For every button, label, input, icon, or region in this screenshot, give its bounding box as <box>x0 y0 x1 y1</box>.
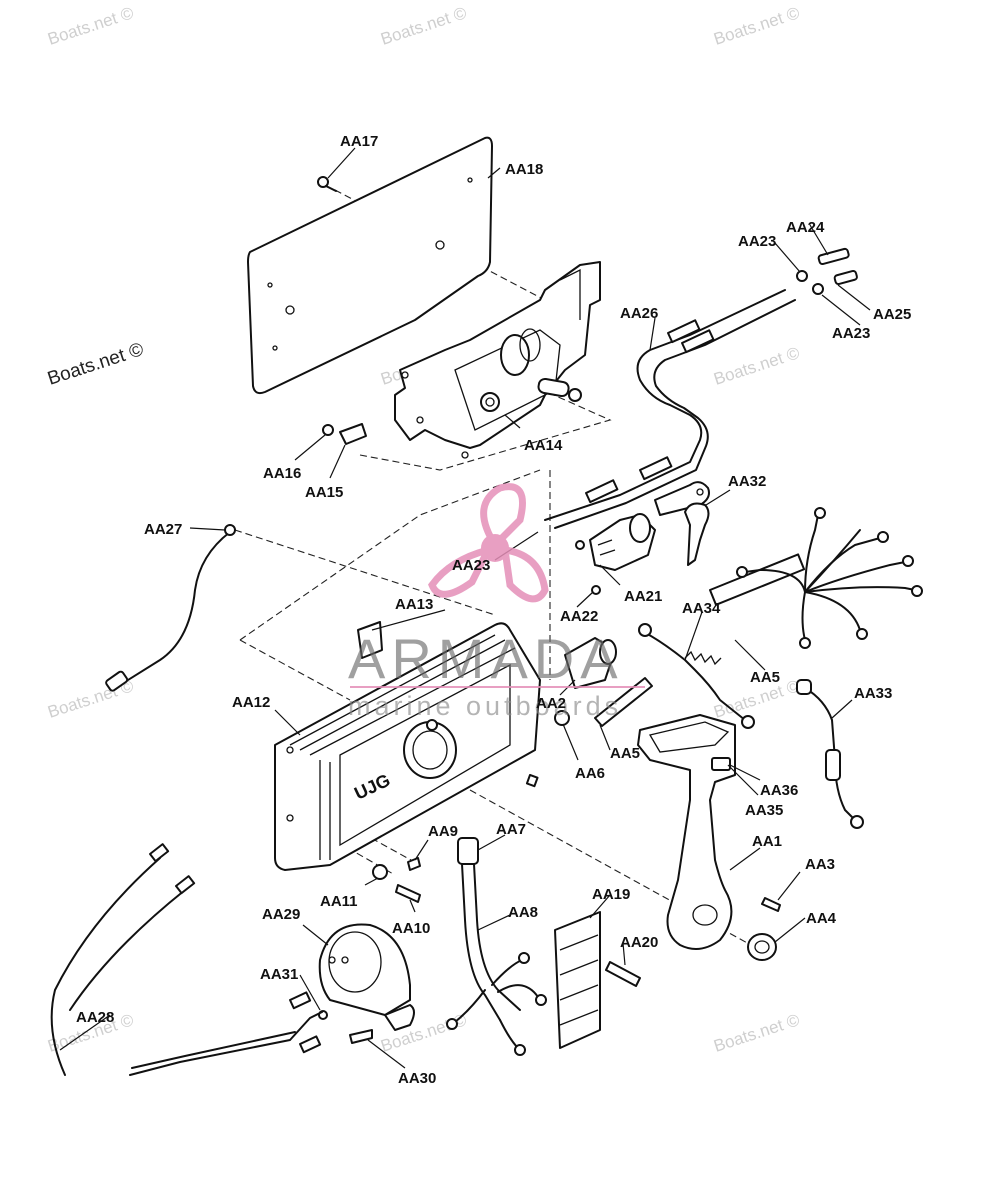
label-aa27: AA27 <box>144 521 182 538</box>
armada-subtitle: marine outboards <box>348 691 622 721</box>
label-aa14: AA14 <box>524 437 563 454</box>
label-aa13: AA13 <box>395 596 433 613</box>
label-leader-lines <box>59 147 871 1069</box>
label-aa5-right: AA5 <box>750 669 780 686</box>
label-aa11: AA11 <box>320 893 358 910</box>
watermark-1: Boats.net © <box>45 3 136 49</box>
label-aa23-right: AA23 <box>832 325 870 342</box>
cord-aa33 <box>796 679 864 829</box>
watermark-3: Boats.net © <box>711 3 802 49</box>
label-aa10: AA10 <box>392 920 430 937</box>
label-aa34: AA34 <box>682 600 721 617</box>
handle-hardware <box>747 897 781 961</box>
label-aa23-top: AA23 <box>738 233 776 250</box>
cable-end-fittings <box>796 247 858 295</box>
label-aa19: AA19 <box>592 886 630 903</box>
terminal-block <box>554 911 641 1049</box>
wiring-harness-aa8 <box>446 837 547 1056</box>
watermark-6: Boats.net © <box>711 343 802 389</box>
label-aa30: AA30 <box>398 1070 436 1087</box>
watermark-2: Boats.net © <box>378 3 469 49</box>
label-aa31: AA31 <box>260 966 298 983</box>
label-aa21: AA21 <box>624 588 662 605</box>
control-box-housing: UJG <box>274 622 541 871</box>
armada-title: ARMADA <box>348 627 624 690</box>
label-aa25: AA25 <box>873 306 911 323</box>
watermark-4: Boats.net © <box>45 339 146 390</box>
trim-gauge <box>318 923 415 1044</box>
wiring-harness-aa5 <box>708 507 923 649</box>
ignition-keys <box>654 481 710 566</box>
label-aa2: AA2 <box>536 695 566 712</box>
watermark-12: Boats.net © <box>711 1010 802 1056</box>
lanyard-cord <box>638 623 755 729</box>
label-aa36: AA36 <box>760 782 798 799</box>
label-aa17: AA17 <box>340 133 378 150</box>
label-aa29: AA29 <box>262 906 300 923</box>
label-aa4: AA4 <box>806 910 837 927</box>
label-aa7: AA7 <box>496 821 526 838</box>
label-aa28: AA28 <box>76 1009 114 1026</box>
screw-aa17 <box>317 176 337 192</box>
label-aa8: AA8 <box>508 904 538 921</box>
label-aa15: AA15 <box>305 484 343 501</box>
wire-set-aa28 <box>50 843 323 1076</box>
label-aa20: AA20 <box>620 934 658 951</box>
label-aa9: AA9 <box>428 823 458 840</box>
armada-watermark: ARMADA marine outboards <box>348 483 645 721</box>
label-aa18: AA18 <box>505 161 543 178</box>
part-labels: AA17 AA18 AA24 AA23 AA25 AA23 AA26 AA14 … <box>76 133 911 1087</box>
fasteners-aa9-aa11 <box>372 857 421 903</box>
mounting-plate <box>247 136 493 395</box>
label-aa12: AA12 <box>232 694 270 711</box>
clip-aa13 <box>357 621 383 659</box>
label-aa1: AA1 <box>752 833 782 850</box>
propeller-logo-icon <box>428 483 549 603</box>
label-aa16: AA16 <box>263 465 301 482</box>
label-aa24: AA24 <box>786 219 825 236</box>
small-parts-aa15-aa16 <box>322 423 367 445</box>
ignition-switch <box>575 513 656 595</box>
label-aa6: AA6 <box>575 765 605 782</box>
control-cables <box>544 289 796 529</box>
label-aa32: AA32 <box>728 473 766 490</box>
control-mechanism <box>394 261 601 459</box>
label-aa35: AA35 <box>745 802 783 819</box>
label-aa26: AA26 <box>620 305 658 322</box>
label-aa3: AA3 <box>805 856 835 873</box>
lead-wire-aa27 <box>105 524 236 692</box>
label-aa33: AA33 <box>854 685 892 702</box>
label-aa23-center: AA23 <box>452 557 490 574</box>
control-handle <box>637 714 736 950</box>
label-aa5-left: AA5 <box>610 745 640 762</box>
label-aa22: AA22 <box>560 608 598 625</box>
